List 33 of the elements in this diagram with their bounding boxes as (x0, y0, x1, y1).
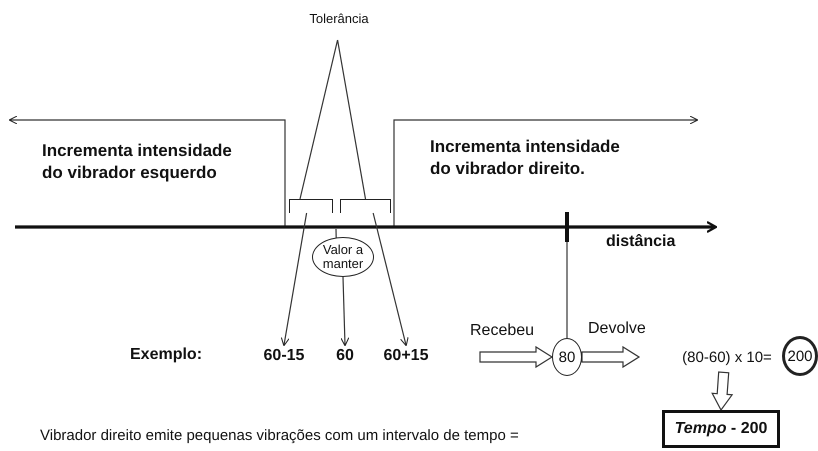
time-box (662, 410, 780, 448)
value-label: 60+15 (378, 345, 434, 367)
connector-line (335, 228, 337, 238)
result-circle (782, 336, 818, 376)
connector-line (299, 40, 338, 200)
value-label: 60-15 (258, 345, 310, 367)
connector-line (336, 40, 366, 200)
connector-line (566, 242, 568, 338)
block-arrow (581, 346, 640, 368)
target-value-ellipse (312, 237, 374, 277)
block-arrow (479, 346, 554, 368)
time-text: Tempo - 200 (674, 420, 768, 438)
edge-label: Recebeu (470, 322, 534, 340)
arrow (340, 276, 350, 346)
value-text: 200 (787, 348, 813, 364)
block-arrow (711, 371, 734, 412)
axis-tick (565, 212, 569, 242)
formula-text: (80-60) x 10= (672, 346, 782, 368)
example-label: Exemplo: (130, 345, 202, 365)
note-text: Vibrador direito emite pequenas vibrações com um intervalo de tempo = (40, 426, 519, 446)
edge-label: Devolve (588, 320, 646, 338)
tolerance-label: Tolerância (303, 8, 375, 28)
received-value-circle (552, 338, 582, 376)
axis-label: distância (606, 232, 676, 252)
region-description: Incrementa intensidade do vibrador esquerdo (42, 140, 233, 184)
value-text: Valor a manter (322, 242, 364, 272)
value-text: 80 (558, 348, 576, 366)
value-label: 60 (333, 345, 357, 367)
tolerance-bracket (289, 199, 333, 213)
arrow (372, 212, 409, 346)
region-description: Incrementa intensidade do vibrador direito. (430, 136, 621, 180)
tolerance-bracket (340, 199, 391, 213)
arrow (280, 212, 308, 346)
